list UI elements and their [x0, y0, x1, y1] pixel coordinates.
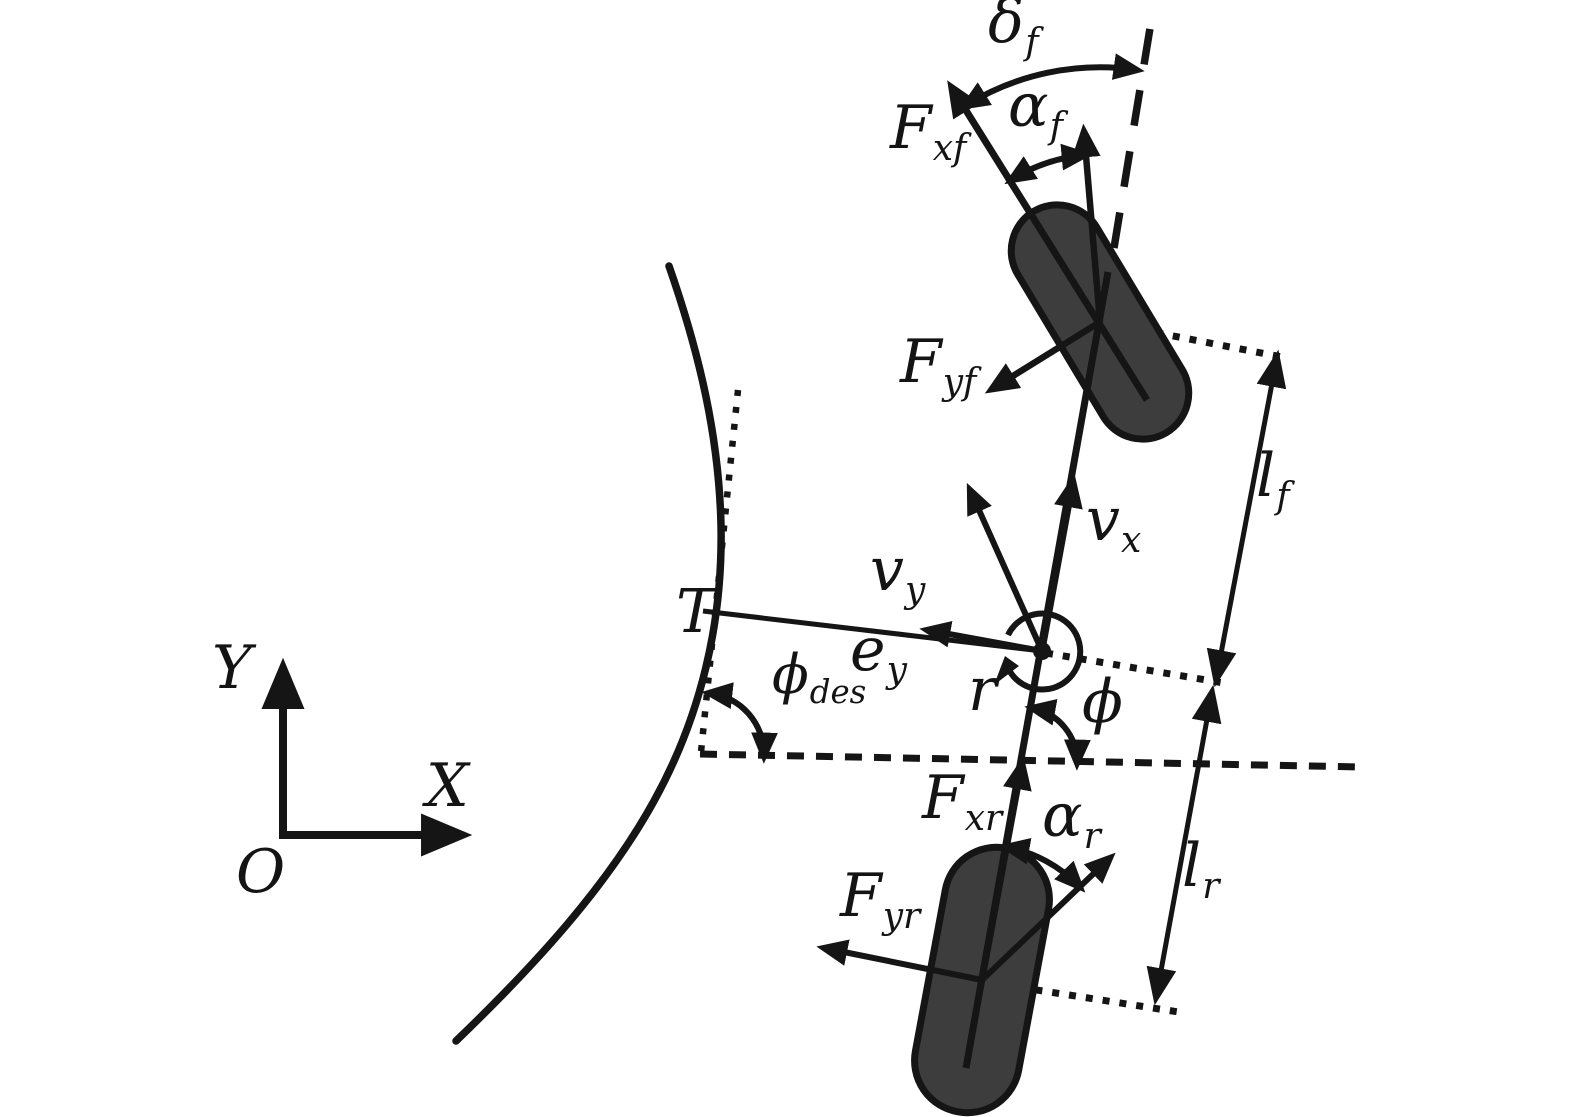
front-slip-angle-arc	[1004, 143, 1093, 185]
label-rear-long-force: Fxr	[922, 763, 1003, 839]
label-axis-x: X	[426, 751, 469, 821]
yaw-rate-arrow	[1005, 610, 1084, 693]
label-lateral-error: ey	[850, 615, 907, 691]
label-long-velocity: vx	[1086, 485, 1142, 561]
label-heading: ϕ	[1082, 667, 1123, 737]
label-axis-y: Y	[212, 633, 252, 703]
ey-line	[702, 608, 1043, 654]
vehicle-axis-extension-dashed	[1110, 15, 1156, 249]
front-long-force-arrow	[947, 80, 1150, 402]
front-lat-force-arrow	[984, 319, 1102, 394]
cg-lateral-dotted-line	[1045, 649, 1231, 688]
rear-wheel-velocity-arrow	[979, 852, 1116, 983]
yaw-rate-arrowhead	[994, 656, 1019, 685]
desired-heading-angle-arc	[701, 682, 778, 764]
label-desired-heading: ϕdes	[772, 643, 867, 712]
heading-angle-arc	[1024, 699, 1091, 771]
label-lat-velocity: vy	[870, 535, 926, 611]
steer-angle-arc	[958, 53, 1145, 111]
vy-arrow	[919, 621, 1043, 654]
velocity-resultant-arrow	[966, 482, 1045, 653]
label-front-long-force: Fxf	[890, 93, 967, 169]
rear-lat-force-arrow	[816, 939, 983, 983]
label-origin: O	[236, 837, 286, 907]
label-front-slip-angle: αf	[1008, 71, 1063, 147]
label-front-axle-distance: lf	[1256, 441, 1290, 517]
rear-slip-angle-arc	[998, 837, 1086, 893]
front-axle-dotted-line	[1105, 319, 1283, 361]
lr-dimension-arrow	[1146, 684, 1222, 1006]
lf-dimension-arrow	[1206, 349, 1287, 688]
label-steer-angle: δf	[988, 0, 1039, 63]
horizontal-reference-dashed-line	[699, 750, 1363, 771]
cg-dot	[1033, 642, 1051, 660]
label-yaw-rate: r	[968, 655, 997, 725]
reference-path-curve	[452, 262, 725, 1045]
label-rear-slip-angle: αr	[1042, 781, 1101, 857]
vx-arrow	[1038, 473, 1083, 652]
label-rear-lat-force: Fyr	[840, 861, 921, 937]
label-rear-axle-distance: lr	[1182, 831, 1220, 907]
label-front-lat-force: Fyf	[900, 327, 977, 403]
label-tangent-point: T	[676, 577, 717, 647]
